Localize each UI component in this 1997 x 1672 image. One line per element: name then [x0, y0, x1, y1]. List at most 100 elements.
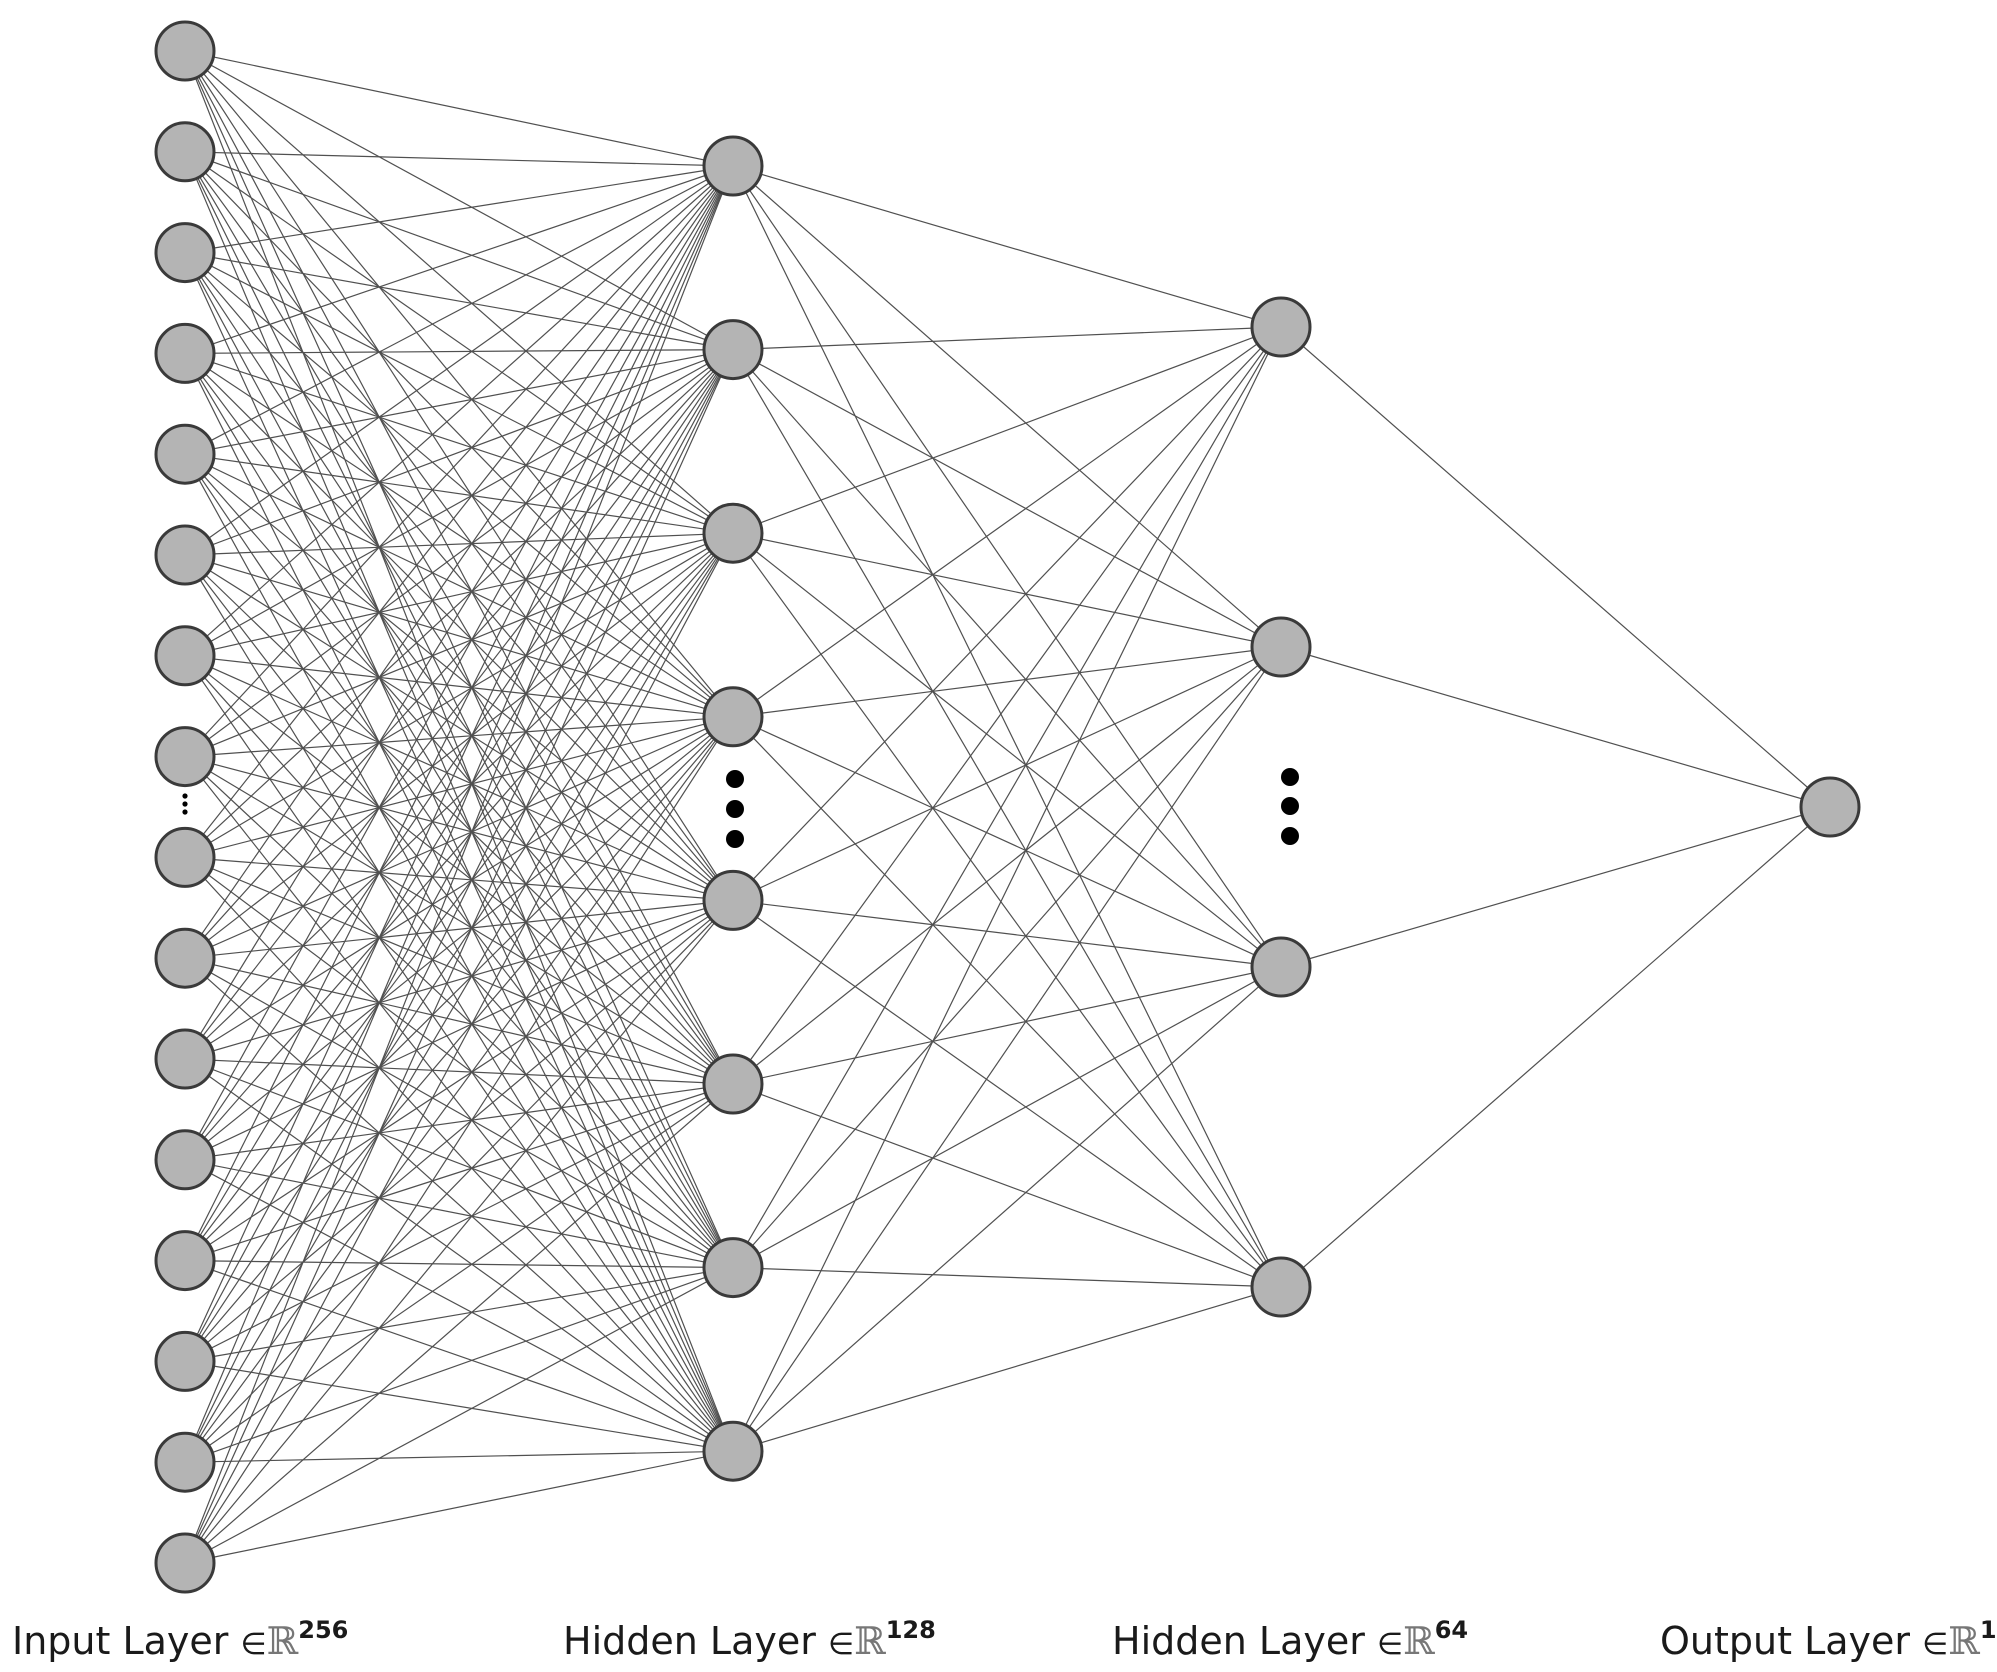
- edge-input-8-to-hidden-1-6: [184, 856, 734, 1269]
- edge-input-1-to-hidden-1-5: [184, 151, 734, 1085]
- edge-input-0-to-hidden-1-0: [184, 50, 734, 167]
- edge-input-14-to-hidden-1-4: [184, 899, 734, 1463]
- input-node-9: [154, 927, 216, 989]
- edge-hidden-2-0-to-output-0: [1280, 326, 1831, 808]
- edge-input-14-to-hidden-1-7: [184, 1450, 734, 1463]
- edge-hidden-1-5-to-hidden-2-0: [732, 326, 1282, 1085]
- hidden-1-node-6: [702, 1237, 764, 1299]
- hidden-2-node-2: [1250, 936, 1312, 998]
- edge-input-11-to-hidden-1-2: [184, 532, 734, 1161]
- edge-input-6-to-hidden-1-4: [184, 655, 734, 901]
- edge-input-5-to-hidden-1-7: [184, 554, 734, 1452]
- edge-hidden-1-6-to-hidden-2-2: [732, 966, 1282, 1269]
- hidden-layer-1-ellipsis-dot-1: [726, 800, 744, 818]
- edge-hidden-1-4-to-hidden-2-0: [732, 326, 1282, 901]
- edge-input-0-to-hidden-1-7: [184, 50, 734, 1452]
- hidden-1-node-0: [702, 135, 764, 197]
- edge-input-11-to-hidden-1-7: [184, 1159, 734, 1452]
- edge-input-9-to-hidden-1-1: [184, 349, 734, 959]
- edge-hidden-1-7-to-hidden-2-2: [732, 966, 1282, 1452]
- edge-hidden-1-4-to-hidden-2-3: [732, 899, 1282, 1288]
- edge-hidden-1-2-to-hidden-2-1: [732, 532, 1282, 648]
- edge-input-0-to-hidden-1-3: [184, 50, 734, 718]
- edge-input-14-to-hidden-1-5: [184, 1083, 734, 1463]
- edge-hidden-1-2-to-hidden-2-2: [732, 532, 1282, 968]
- edge-input-9-to-hidden-1-0: [184, 165, 734, 959]
- hidden-layer-2-ellipsis-dot-0: [1281, 768, 1299, 786]
- edge-input-12-to-hidden-1-2: [184, 532, 734, 1261]
- edge-hidden-1-2-to-hidden-2-0: [732, 326, 1282, 534]
- hidden-layer-1-dim: 128: [885, 1616, 936, 1644]
- edge-input-7-to-hidden-1-6: [184, 756, 734, 1269]
- edge-input-6-to-hidden-1-6: [184, 655, 734, 1269]
- input-layer-dim: 256: [298, 1616, 349, 1644]
- edge-input-5-to-hidden-1-4: [184, 554, 734, 901]
- edge-input-4-to-hidden-1-3: [184, 453, 734, 718]
- edge-input-5-to-hidden-1-0: [184, 165, 734, 556]
- hidden-layer-1-name: Hidden Layer: [563, 1619, 816, 1663]
- edge-input-1-to-hidden-1-6: [184, 151, 734, 1268]
- edge-input-5-to-hidden-1-3: [184, 554, 734, 718]
- connections: [184, 50, 1831, 1564]
- edge-input-8-to-hidden-1-4: [184, 856, 734, 901]
- input-node-0: [154, 20, 216, 82]
- edge-input-14-to-hidden-1-3: [184, 716, 734, 1463]
- edge-input-6-to-hidden-1-0: [184, 165, 734, 657]
- edge-input-11-to-hidden-1-1: [184, 349, 734, 1161]
- input-node-14: [154, 1431, 216, 1493]
- input-node-8: [154, 826, 216, 888]
- edge-hidden-1-3-to-hidden-2-1: [732, 646, 1282, 718]
- edge-hidden-1-0-to-hidden-2-1: [732, 165, 1282, 648]
- hidden-1-node-3: [702, 686, 764, 748]
- hidden-1-node-2: [702, 502, 764, 564]
- edge-input-7-to-hidden-1-5: [184, 756, 734, 1085]
- edge-input-2-to-hidden-1-2: [184, 252, 734, 534]
- input-node-10: [154, 1028, 216, 1090]
- edge-input-7-to-hidden-1-3: [184, 716, 734, 758]
- input-node-5: [154, 524, 216, 586]
- edge-input-4-to-hidden-1-5: [184, 453, 734, 1085]
- edge-input-3-to-hidden-1-7: [184, 353, 734, 1452]
- edge-hidden-1-3-to-hidden-2-3: [732, 716, 1282, 1288]
- edge-input-11-to-hidden-1-5: [184, 1083, 734, 1161]
- edge-input-1-to-hidden-1-7: [184, 151, 734, 1452]
- edge-input-3-to-hidden-1-1: [184, 349, 734, 354]
- edge-hidden-1-1-to-hidden-2-1: [732, 349, 1282, 648]
- edge-input-3-to-hidden-1-4: [184, 352, 734, 901]
- edge-input-4-to-hidden-1-7: [184, 453, 734, 1452]
- edge-input-4-to-hidden-1-0: [184, 165, 734, 455]
- edge-input-2-to-hidden-1-4: [184, 252, 734, 901]
- edge-input-5-to-hidden-1-2: [184, 532, 734, 556]
- edge-hidden-1-5-to-hidden-2-1: [732, 646, 1282, 1085]
- edge-input-6-to-hidden-1-1: [184, 349, 734, 657]
- edge-hidden-1-4-to-hidden-2-1: [732, 646, 1282, 901]
- edge-input-3-to-hidden-1-2: [184, 352, 734, 534]
- edge-hidden-1-7-to-hidden-2-1: [732, 646, 1282, 1452]
- edge-input-0-to-hidden-1-4: [184, 50, 734, 901]
- input-node-2: [154, 222, 216, 284]
- edge-input-1-to-hidden-1-4: [184, 151, 734, 901]
- edge-input-5-to-hidden-1-6: [184, 554, 734, 1268]
- input-node-13: [154, 1330, 216, 1392]
- edge-input-13-to-hidden-1-0: [184, 165, 734, 1362]
- edge-hidden-2-2-to-output-0: [1280, 806, 1831, 968]
- edge-input-12-to-hidden-1-7: [184, 1260, 734, 1452]
- neurons: [154, 20, 1861, 1594]
- hidden-layer-2-name: Hidden Layer: [1112, 1619, 1365, 1663]
- edge-input-11-to-hidden-1-3: [184, 716, 734, 1161]
- edge-input-15-to-hidden-1-7: [184, 1450, 734, 1564]
- edge-input-5-to-hidden-1-1: [184, 349, 734, 556]
- input-layer-ellipsis-dot-0: [182, 793, 188, 799]
- hidden-layer-2-dim: 64: [1434, 1616, 1469, 1644]
- edge-input-8-to-hidden-1-3: [184, 716, 734, 858]
- edge-input-10-to-hidden-1-3: [184, 716, 734, 1060]
- hidden-2-node-1: [1250, 616, 1312, 678]
- edge-input-7-to-hidden-1-1: [184, 349, 734, 758]
- edge-hidden-1-1-to-hidden-2-2: [732, 349, 1282, 968]
- hidden-layer-2-symbol: ∈: [1376, 1627, 1404, 1662]
- edge-input-15-to-hidden-1-4: [184, 900, 734, 1564]
- edge-input-10-to-hidden-1-2: [184, 532, 734, 1060]
- edge-input-0-to-hidden-1-2: [184, 50, 734, 534]
- edge-input-3-to-hidden-1-0: [184, 165, 734, 354]
- edge-input-1-to-hidden-1-0: [184, 151, 734, 167]
